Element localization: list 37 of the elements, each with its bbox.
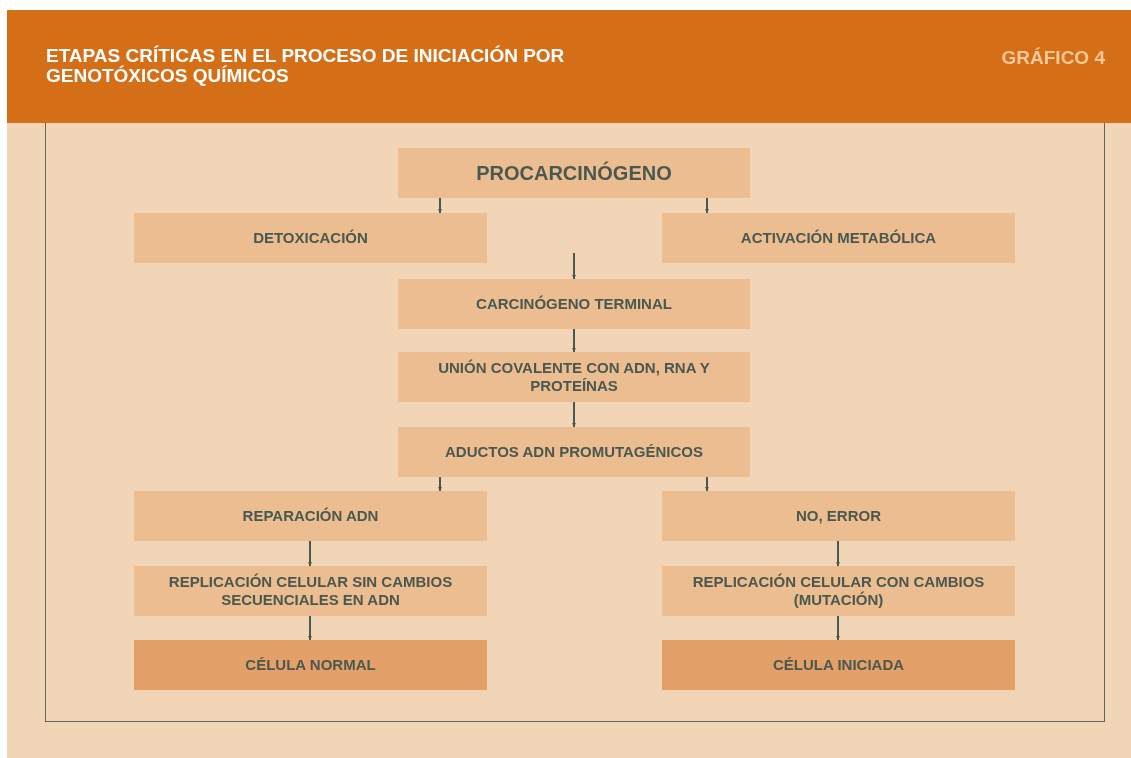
process-box bbox=[398, 427, 750, 477]
box-label: CÉLULA NORMAL bbox=[245, 656, 376, 674]
process-box bbox=[662, 640, 1015, 690]
box-label: REPLICACIÓN CELULAR CON CAMBIOS (MUTACIÓN) bbox=[691, 573, 986, 609]
process-box bbox=[662, 213, 1015, 263]
box-label: PROCARCINÓGENO bbox=[476, 161, 672, 185]
box-label: CÉLULA INICIADA bbox=[772, 656, 905, 674]
box-label: ACTIVACIÓN METABÓLICA bbox=[740, 229, 937, 247]
figure-number: GRÁFICO 4 bbox=[1001, 47, 1105, 69]
process-box bbox=[134, 640, 487, 690]
process-box bbox=[662, 491, 1015, 541]
arrow bbox=[705, 197, 709, 214]
box-label: REPLICACIÓN CELULAR SIN CAMBIOS SECUENCIALES EN ADN bbox=[167, 573, 454, 609]
arrow bbox=[705, 476, 709, 492]
process-box bbox=[398, 352, 750, 402]
title: ETAPAS CRÍTICAS EN EL PROCESO DE INICIACIÓN POR GENOTÓXICOS QUÍMICOS bbox=[46, 46, 566, 86]
box-label: DETOXICACIÓN bbox=[253, 229, 368, 247]
arrow bbox=[836, 540, 840, 567]
arrow bbox=[438, 197, 442, 214]
arrow bbox=[308, 540, 312, 567]
arrow bbox=[572, 401, 576, 428]
box-label: REPARACIÓN ADN bbox=[242, 507, 379, 525]
box-label: ADUCTOS ADN PROMUTAGÉNICOS bbox=[444, 443, 704, 461]
process-box bbox=[134, 491, 487, 541]
arrow bbox=[308, 615, 312, 641]
box-label: UNIÓN COVALENTE CON ADN, RNA Y PROTEÍNAS bbox=[437, 359, 711, 395]
box-label: NO, ERROR bbox=[796, 507, 881, 525]
box-label: CARCINÓGENO TERMINAL bbox=[476, 295, 672, 313]
arrow bbox=[836, 615, 840, 641]
process-box bbox=[662, 566, 1015, 616]
arrow bbox=[572, 328, 576, 353]
process-box bbox=[134, 566, 487, 616]
arrow bbox=[438, 476, 442, 492]
process-box bbox=[134, 213, 487, 263]
arrow bbox=[572, 252, 576, 280]
process-box bbox=[398, 279, 750, 329]
process-box bbox=[398, 148, 750, 198]
